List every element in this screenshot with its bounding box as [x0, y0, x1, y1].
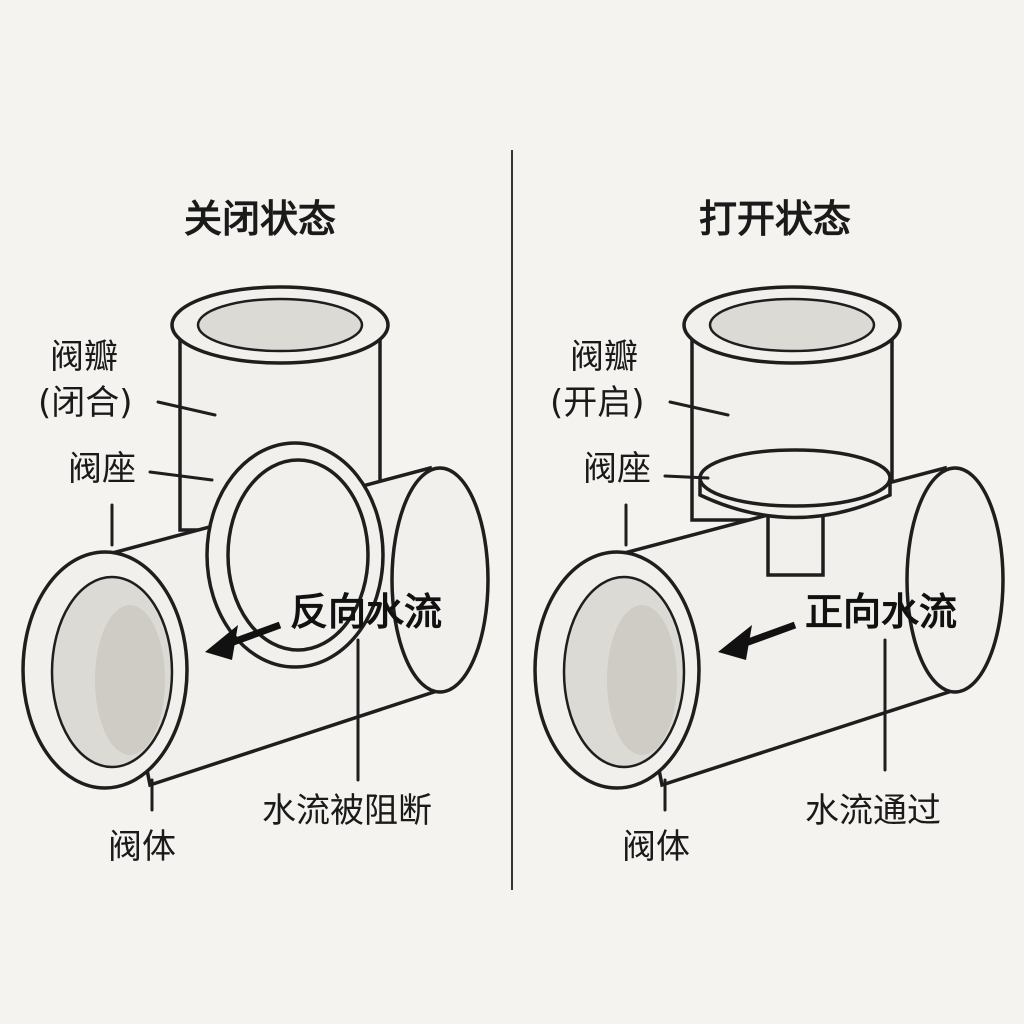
reverse-flow-arrow-icon	[205, 621, 282, 660]
closed-title: 关闭状态	[184, 197, 336, 241]
closed-disc-label: 阀瓣	[50, 337, 118, 377]
closed-valve-disc	[205, 441, 385, 669]
open-seat-label: 阀座	[583, 449, 651, 489]
closed-result-label: 水流被阻断	[262, 791, 432, 831]
closed-flow-label: 反向水流	[290, 590, 442, 634]
open-disc-label: 阀瓣	[570, 337, 638, 377]
open-valve-body	[533, 465, 1005, 790]
open-result-label: 水流通过	[805, 791, 941, 831]
open-state-panel: 打开状态 正向水流 阀瓣 (开启) 阀座 阀体	[533, 197, 1005, 867]
closed-disc-state: (闭合)	[38, 383, 133, 423]
forward-flow-arrow-icon	[718, 621, 797, 660]
closed-seat-label: 阀座	[68, 449, 136, 489]
open-body-label: 阀体	[622, 827, 690, 867]
open-disc-state: (开启)	[550, 383, 645, 423]
closed-state-panel: 关闭状态 反向水流 阀瓣 (闭合) 阀座	[21, 197, 490, 867]
open-title: 打开状态	[699, 197, 851, 241]
open-flow-label: 正向水流	[805, 590, 957, 634]
closed-body-label: 阀体	[108, 827, 176, 867]
open-valve-disc	[698, 448, 892, 577]
